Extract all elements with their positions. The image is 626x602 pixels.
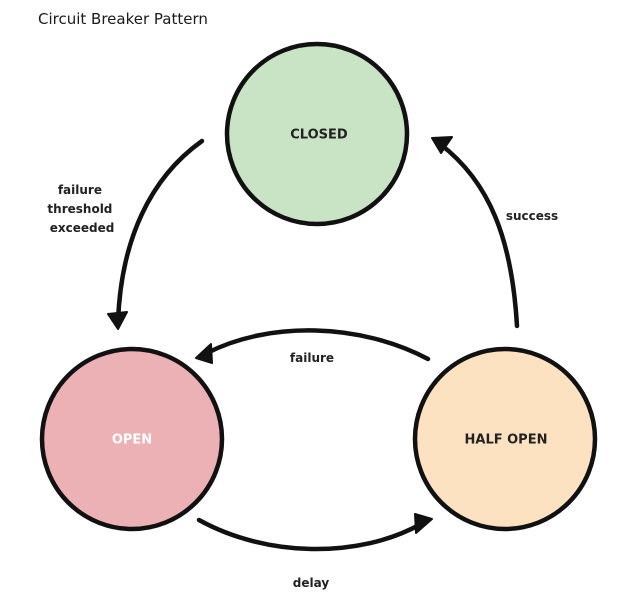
arrow-half-open-to-closed (437, 141, 520, 329)
state-half-open: HALF OPEN (412, 346, 598, 532)
arrow-half-open-to-open (204, 328, 431, 362)
arrow-closed-to-open (115, 138, 205, 325)
arrowhead-open-to-half-open (414, 513, 433, 534)
label-line-exceeded: exceeded (50, 221, 115, 235)
label-failure: failure (290, 351, 334, 365)
arrowhead-half-open-to-closed (431, 136, 453, 154)
arrowhead-closed-to-open (107, 311, 128, 330)
transition-closed-to-open: failure threshold exceeded (47, 138, 205, 330)
arrow-open-to-half-open (196, 517, 424, 552)
state-closed-circle (224, 41, 410, 227)
label-line-failure: failure (58, 183, 102, 197)
transition-half-open-to-open: failure (195, 328, 431, 365)
state-open-label: OPEN (112, 433, 152, 448)
state-closed-label: CLOSED (290, 128, 348, 143)
state-half-open-label: HALF OPEN (465, 433, 548, 448)
state-half-open-circle (412, 346, 598, 532)
arrowhead-half-open-to-open (195, 343, 213, 364)
state-closed: CLOSED (224, 41, 410, 227)
label-line-threshold: threshold (47, 202, 112, 216)
state-open: OPEN (39, 346, 225, 532)
label-success: success (506, 209, 558, 223)
label-failure-threshold-exceeded: failure threshold exceeded (47, 183, 116, 235)
transition-open-to-half-open: delay (196, 513, 433, 590)
label-delay: delay (293, 576, 330, 590)
page-title: Circuit Breaker Pattern (38, 10, 208, 28)
state-open-circle (39, 346, 225, 532)
transition-half-open-to-closed: success (431, 136, 558, 329)
